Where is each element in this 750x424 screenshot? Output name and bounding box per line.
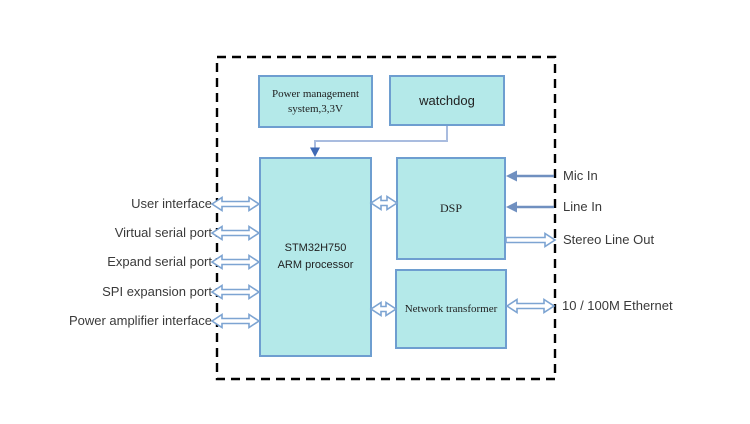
label-ethernet: 10 / 100M Ethernet: [562, 298, 673, 313]
block-power-management: Power management system,3,3V: [258, 75, 373, 128]
label-expand-serial-port: Expand serial port: [107, 254, 212, 269]
label-mic-in: Mic In: [563, 168, 598, 183]
mic-in-arrowhead-icon: [506, 170, 517, 182]
arrow-stm32-dsp: [369, 195, 399, 211]
arrow-stm32-network: [369, 301, 398, 317]
block-network-transformer: Network transformer: [395, 269, 507, 349]
arrow-spi-expansion-port: [210, 284, 261, 300]
block-power-management-line2: system,3,3V: [288, 102, 343, 115]
watchdog-to-stm32-arrowhead-icon: [310, 147, 320, 157]
block-dsp: DSP: [396, 157, 506, 260]
arrow-stereo-line-out: [505, 232, 557, 248]
block-network-transformer-label: Network transformer: [404, 302, 498, 315]
block-stm32-line2: ARM processor: [277, 259, 354, 271]
label-power-amplifier-interface: Power amplifier interface: [68, 313, 212, 328]
arrow-user-interface: [210, 196, 261, 212]
block-dsp-label: DSP: [439, 201, 462, 215]
line-in-arrowhead-icon: [506, 201, 517, 213]
arrow-virtual-serial-port: [210, 225, 261, 241]
watchdog-to-stm32-connector: [314, 126, 448, 150]
block-power-management-line1: Power management: [271, 87, 360, 100]
label-spi-expansion-port: SPI expansion port: [102, 284, 212, 299]
arrow-ethernet: [505, 298, 556, 314]
label-line-in: Line In: [563, 199, 603, 214]
label-virtual-serial-port: Virtual serial port: [114, 225, 212, 240]
arrow-expand-serial-port: [210, 254, 261, 270]
block-stm32-line1: STM32H750: [284, 242, 347, 254]
label-user-interface: User interface: [131, 196, 212, 211]
block-watchdog: watchdog: [389, 75, 505, 126]
arrow-power-amplifier-interface: [210, 313, 261, 329]
block-watchdog-label: watchdog: [419, 93, 475, 108]
label-stereo-line-out: Stereo Line Out: [563, 232, 655, 247]
block-stm32-processor: STM32H750 ARM processor: [259, 157, 372, 357]
